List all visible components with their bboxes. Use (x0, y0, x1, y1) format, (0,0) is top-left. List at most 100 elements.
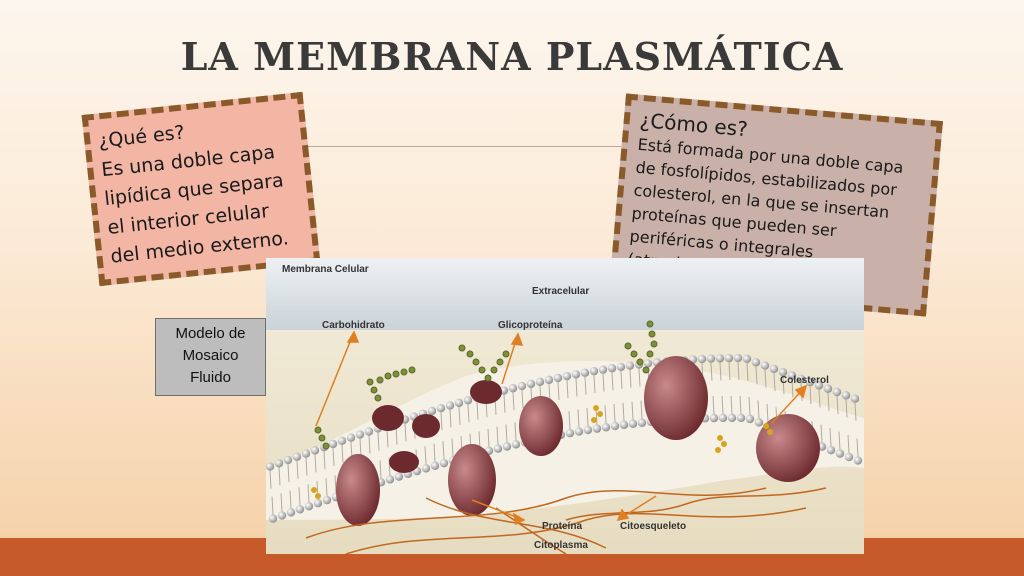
phospholipid-head (268, 514, 278, 523)
phospholipid-tail (782, 376, 785, 395)
phospholipid-head (553, 373, 563, 383)
phospholipid-tail (755, 366, 758, 385)
phospholipid-head (769, 364, 779, 374)
phospholipid-tail (442, 441, 445, 460)
phospholipid-tail (359, 438, 362, 457)
phospholipid-tail (449, 409, 452, 428)
phospholipid-tail (451, 438, 454, 457)
phospholipid-tail (341, 444, 344, 463)
integral-protein (448, 444, 496, 516)
phospholipid-head (598, 365, 608, 374)
phospholipid-head (571, 370, 581, 379)
phospholipid-head (385, 475, 395, 484)
phospholipid-head (502, 442, 512, 451)
definition-note: ¿Qué es? Es una doble capa lipídica que … (81, 91, 321, 287)
phospholipid-head (583, 425, 593, 435)
phospholipid-head (733, 353, 743, 363)
label-proteina: Proteína (542, 521, 582, 532)
label-citoesqueleto: Citoesqueleto (620, 521, 686, 532)
phospholipid-head (421, 464, 431, 473)
phospholipid-tail (379, 460, 382, 479)
phospholipid-tail (712, 396, 715, 415)
cholesterol-molecules (311, 405, 773, 499)
integral-protein (644, 356, 708, 440)
integral-protein (519, 396, 563, 456)
phospholipid-tail (487, 428, 490, 447)
phospholipid-tail (433, 443, 436, 462)
phospholipid-tail (386, 429, 389, 448)
phospholipid-head (805, 377, 815, 387)
phospholipid-tail (296, 460, 299, 479)
phospholipid-tail (287, 464, 290, 483)
phospholipid-head (355, 430, 365, 439)
phospholipid-head (619, 420, 629, 430)
phospholipid-tail (404, 423, 407, 442)
phospholipid-tail (638, 368, 641, 387)
phospholipid-tail (269, 470, 272, 489)
phospholipid-tail (746, 362, 749, 381)
phospholipid-head (844, 452, 854, 462)
phospholipid-head (517, 381, 527, 391)
phospholipid-head (454, 398, 464, 408)
phospholipid-head (439, 458, 449, 468)
phospholipid-head (436, 404, 446, 413)
phospholipid-head (580, 368, 590, 377)
phospholipid-head (625, 361, 635, 370)
phospholipid-tail (604, 405, 607, 424)
phospholipid-head (727, 413, 737, 423)
phospholipid-head (778, 368, 788, 377)
phospholipid-head (607, 364, 617, 373)
phospholipid-head (850, 394, 860, 403)
phospholipid-tail (332, 447, 335, 467)
phospholipid-head (832, 387, 842, 397)
phospholipid-head (628, 419, 638, 428)
arrow-head (512, 512, 526, 526)
phospholipid-head (508, 384, 518, 393)
extracellular-region (266, 258, 864, 330)
peripheral-protein (412, 414, 440, 438)
phospholipid-tail (496, 426, 499, 445)
phospholipid-head (823, 384, 833, 393)
phospholipid-head (277, 511, 287, 520)
phospholipid-head (283, 455, 293, 465)
phospholipid-tail (476, 401, 479, 420)
phospholipid-tail (791, 379, 794, 398)
phospholipid-head (304, 502, 314, 511)
phospholipid-head (592, 424, 602, 433)
phospholipid-tail (757, 400, 760, 419)
phospholipid-head (574, 427, 584, 436)
arrow-head (510, 332, 524, 346)
phospholipid-tail (323, 451, 326, 470)
phospholipid-tail (514, 422, 517, 441)
phospholipid-head (463, 396, 473, 405)
carbohydrate-chain (458, 344, 510, 382)
phospholipid-head (706, 354, 716, 363)
phospholipid-head (718, 413, 728, 423)
phospholipid-tail (280, 493, 283, 512)
phospholipid-head (715, 354, 725, 363)
pointer-arrows (315, 330, 808, 526)
phospholipid-tail (764, 369, 767, 388)
phospholipid-head (601, 423, 611, 432)
phospholipid-tail (521, 390, 524, 409)
integral-protein (336, 454, 380, 526)
phospholipid-head (835, 449, 845, 458)
label-colesterol: Colesterol (780, 375, 829, 386)
phospholipid-tail (629, 369, 632, 388)
phospholipid-tail (602, 373, 605, 392)
phospholipid-head (274, 459, 284, 468)
phospholipid-head (787, 371, 797, 380)
phospholipid-head (445, 401, 455, 410)
phospholipid-tail (640, 400, 643, 419)
phospholipid-head (322, 495, 332, 505)
model-label-box: Modelo de Mosaico Fluido (155, 318, 266, 396)
phospholipid-head (736, 413, 746, 423)
phospholipid-tail (503, 394, 506, 413)
label-citoplasma: Citoplasma (534, 540, 588, 551)
phospholipid-head (430, 461, 440, 470)
phospholipid-head (565, 428, 575, 438)
phospholipid-head (814, 381, 824, 390)
phospholipid-tail (773, 372, 776, 391)
page-title: LA MEMBRANA PLASMÁTICA (180, 34, 844, 79)
phospholipid-head (754, 418, 764, 427)
